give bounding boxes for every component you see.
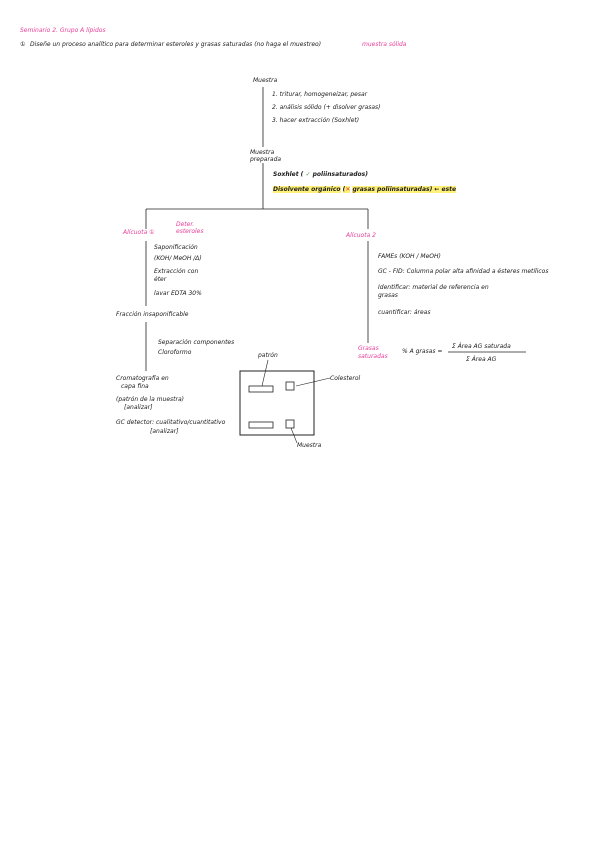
cromatografia-2: capa fina: [121, 383, 149, 390]
formula-numerator: Σ Área AG saturada: [452, 343, 511, 350]
question-number: ①: [20, 41, 26, 48]
a1-step-4: éter: [154, 276, 167, 283]
plate-patron-label: patrón: [258, 352, 278, 359]
separacion-2: Cloroformo: [158, 349, 192, 356]
cromatografia-3: (patrón de la muestra): [116, 396, 184, 403]
fraccion-label: Fracción insaponificable: [116, 311, 189, 318]
disolvente-tail: grasas poliinsaturadas) ← este: [352, 186, 457, 193]
soxhlet-tail: poliinsaturados): [312, 171, 368, 178]
alicuota-2-label: Alícuota 2: [346, 232, 376, 239]
a2-step-5: cuantificar: áreas: [378, 309, 431, 316]
soxhlet-option: Soxhlet ( ✓ poliinsaturados): [273, 171, 368, 178]
cromatografia-1: Cromatografía en: [116, 375, 169, 382]
check-icon: ✓: [305, 171, 311, 178]
a1-step-3: Extracción con: [154, 268, 199, 275]
muestra-label: Muestra: [253, 77, 278, 84]
a1-step-1: Saponificación: [154, 244, 198, 251]
cross-icon: ✕: [345, 186, 351, 193]
formula-denominator: Σ Área AG: [466, 356, 497, 363]
muestra-preparada-1: Muestra: [250, 149, 275, 156]
grasas-saturadas-1: Grasas: [358, 345, 379, 352]
muestra-preparada-2: preparada: [250, 156, 282, 163]
disolvente-option: Disolvente orgánico (✕ grasas poliinsatu…: [273, 186, 457, 193]
alicuota-1-note-2: esteroles: [176, 228, 204, 235]
disolvente-paren: (: [342, 186, 346, 193]
plate-muestra-label: Muestra: [297, 442, 322, 449]
a2-step-4: grasas: [378, 292, 398, 299]
cromatografia-5: GC detector: cualitativo/cuantitativo: [116, 419, 226, 426]
a1-step-2: (KOH/ MeOH /Δ): [154, 255, 202, 262]
separacion-1: Separación componentes: [158, 339, 235, 346]
alicuota-1-note-1: Deter.: [176, 221, 195, 228]
disolvente-label: Disolvente orgánico: [273, 186, 341, 193]
grasas-saturadas-2: saturadas: [358, 353, 388, 360]
cromatografia-4: [analizar]: [124, 404, 153, 411]
cromatografia-6: [analizar]: [150, 428, 179, 435]
tlc-plate: [239, 370, 315, 436]
prep-step-2: 2. análisis sólido (+ disolver grasas): [272, 104, 381, 111]
soxhlet-label: Soxhlet (: [273, 171, 304, 178]
plate-colesterol-label: Colesterol: [330, 375, 361, 382]
alicuota-1-label: Alícuota ①: [123, 229, 155, 236]
a2-step-3: Identificar: material de referencia en: [378, 284, 489, 291]
a1-step-5: lavar EDTA 30%: [154, 290, 202, 297]
question-tail: muestra sólida: [362, 41, 407, 48]
prep-step-3: 3. hacer extracción (Soxhlet): [272, 117, 360, 124]
prep-step-1: 1. triturar, homogeneizar, pesar: [272, 91, 368, 98]
question-text: Diseñe un proceso analítico para determi…: [30, 41, 322, 48]
formula-left: % A grasas =: [402, 348, 443, 355]
page-title: Seminario 2. Grupo A lípidos: [20, 27, 106, 34]
a2-step-1: FAMEs (KOH / MeOH): [378, 253, 441, 260]
a2-step-2: GC - FID: Columna polar alta afinidad a …: [378, 268, 549, 275]
